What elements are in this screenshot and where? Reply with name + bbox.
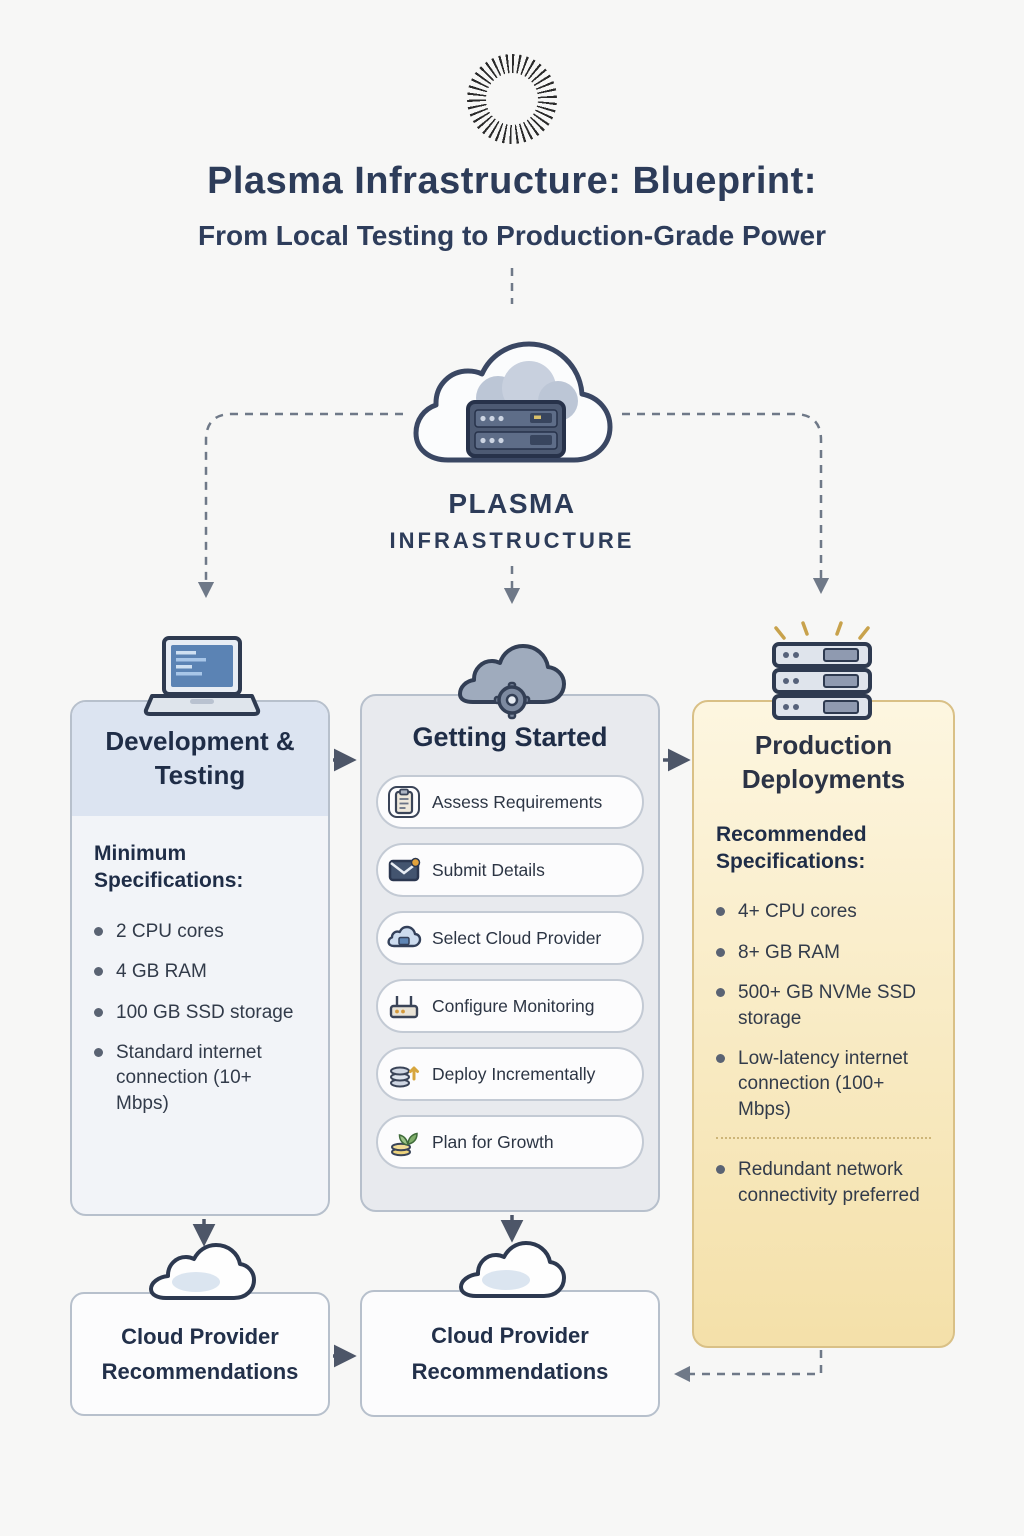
getting-started-card: Getting Started Assess Requirements	[360, 694, 660, 1212]
monitoring-router-icon	[386, 988, 422, 1024]
spec-item: Low-latency internet connection (100+ Mb…	[716, 1046, 931, 1122]
step-submit-details: Submit Details	[376, 843, 644, 897]
spec-item: 500+ GB NVMe SSD storage	[716, 980, 931, 1031]
cloud-icon	[452, 1238, 572, 1302]
step-label: Select Cloud Provider	[432, 927, 602, 948]
bullet-dot	[716, 1165, 725, 1175]
development-testing-card: Development & Testing Minimum Specificat…	[70, 700, 330, 1216]
laptop-icon	[142, 634, 262, 726]
step-label: Assess Requirements	[432, 791, 603, 812]
envelope-icon	[386, 852, 422, 888]
server-rack-icon	[762, 620, 882, 722]
dotted-divider	[716, 1137, 931, 1140]
spec-item: Redundant network connectivity preferred	[716, 1157, 931, 1208]
cloud-provider-recommendations-box-middle: Cloud Provider Recommendations	[360, 1290, 660, 1417]
recommended-specs-heading: Recommended Specifications:	[716, 822, 867, 873]
step-configure-monitoring: Configure Monitoring	[376, 979, 644, 1033]
stacked-disks-arrow-icon	[386, 1056, 422, 1092]
bullet-dot	[716, 947, 725, 957]
bullet-dot	[94, 967, 103, 977]
dash-production-to-cloud-box	[673, 1350, 823, 1383]
page-subtitle: From Local Testing to Production-Grade P…	[198, 220, 826, 251]
production-deployments-header: Production Deployments	[741, 730, 906, 795]
step-select-cloud-provider: Select Cloud Provider	[376, 911, 644, 965]
recommended-specs-extra: Redundant network connectivity preferred	[716, 1157, 931, 1208]
step-label: Submit Details	[432, 859, 545, 880]
page-title: Plasma Infrastructure: Blueprint:	[207, 160, 817, 202]
step-label: Deploy Incrementally	[432, 1063, 596, 1084]
hub-label-line2: INFRASTRUCTURE	[389, 528, 635, 553]
step-label: Plan for Growth	[432, 1131, 554, 1152]
development-testing-header: Development & Testing	[72, 702, 328, 816]
cloud-provider-recommendations-label: Cloud Provider Recommendations	[411, 1323, 609, 1384]
bullet-dot	[94, 1047, 103, 1057]
minimum-specs-heading: Minimum Specifications:	[94, 842, 244, 893]
spec-item: 8+ GB RAM	[716, 940, 931, 965]
bullet-dot	[94, 1007, 103, 1017]
hub-label-line1: PLASMA	[448, 488, 576, 519]
step-deploy-incrementally: Deploy Incrementally	[376, 1047, 644, 1101]
cloud-server-icon	[398, 302, 628, 492]
bullet-dot	[94, 926, 103, 936]
spec-item: 4+ CPU cores	[716, 899, 931, 924]
cloud-icon	[386, 920, 422, 956]
minimum-specs-list: 2 CPU cores 4 GB RAM 100 GB SSD storage …	[94, 919, 306, 1117]
bullet-dot	[716, 1054, 725, 1064]
clipboard-icon	[386, 784, 422, 820]
step-plan-for-growth: Plan for Growth	[376, 1115, 644, 1169]
recommended-specs-list: 4+ CPU cores 8+ GB RAM 500+ GB NVMe SSD …	[716, 899, 931, 1122]
cloud-icon	[142, 1240, 262, 1304]
coin-sprout-icon	[386, 1124, 422, 1160]
cloud-provider-recommendations-box-left: Cloud Provider Recommendations	[70, 1292, 330, 1416]
bullet-dot	[716, 907, 725, 917]
spiral-burst-icon	[467, 54, 557, 144]
step-label: Configure Monitoring	[432, 995, 595, 1016]
spec-item: 4 GB RAM	[94, 959, 306, 984]
bullet-dot	[716, 988, 725, 998]
cloud-provider-recommendations-label: Cloud Provider Recommendations	[101, 1323, 299, 1384]
step-assess-requirements: Assess Requirements	[376, 775, 644, 829]
cloud-gear-icon	[452, 642, 572, 722]
spec-item: Standard internet connection (10+ Mbps)	[94, 1040, 306, 1116]
spec-item: 2 CPU cores	[94, 919, 306, 944]
getting-started-header: Getting Started	[412, 722, 608, 752]
production-deployments-card: Production Deployments Recommended Speci…	[692, 700, 955, 1348]
spec-item: 100 GB SSD storage	[94, 1000, 306, 1025]
